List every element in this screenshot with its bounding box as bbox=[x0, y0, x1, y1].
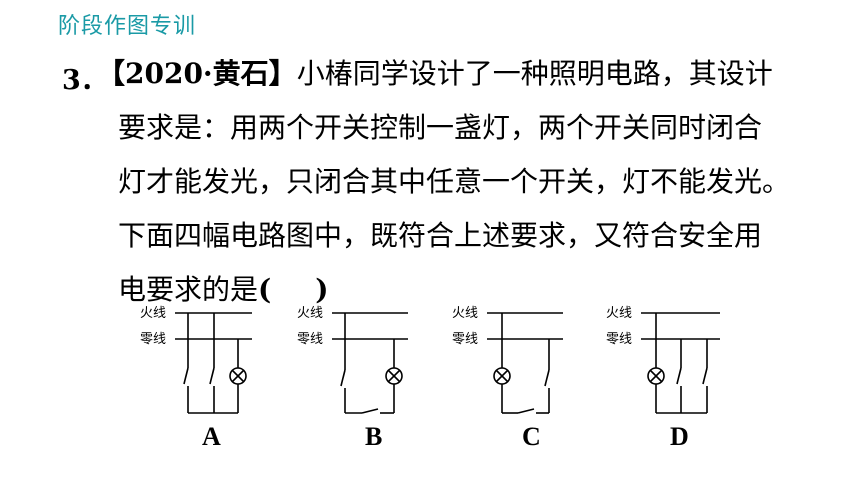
option-a[interactable]: A bbox=[202, 422, 221, 451]
answer-blank-close: ) bbox=[315, 273, 329, 306]
neutral-label-a: 零线 bbox=[140, 332, 166, 347]
question-line-2: 要求是：用两个开关控制一盏灯，两个开关同时闭合 bbox=[118, 111, 763, 144]
question-line-4: 下面四幅电路图中，既符合上述要求，又符合安全用 bbox=[118, 219, 763, 252]
circuit-d bbox=[641, 312, 720, 414]
question-line-3: 灯才能发光，只闭合其中任意一个开关，灯不能发光。 bbox=[118, 165, 791, 198]
live-label-d: 火线 bbox=[606, 306, 632, 321]
circuit-diagrams: 火线 零线 火线 零线 火线 零线 火线 零线 bbox=[140, 306, 720, 414]
neutral-label-d: 零线 bbox=[606, 332, 632, 347]
question-text-5: 电要求的是 bbox=[118, 273, 259, 306]
neutral-label-b: 零线 bbox=[297, 332, 323, 347]
live-label-a: 火线 bbox=[140, 306, 166, 321]
live-label-b: 火线 bbox=[297, 306, 323, 321]
section-header: 阶段作图专训 bbox=[58, 14, 197, 39]
option-d[interactable]: D bbox=[670, 422, 689, 451]
question-text-1: 小椿同学设计了一种照明电路，其设计 bbox=[296, 57, 773, 90]
question-line-1: 【2020·黄石】小椿同学设计了一种照明电路，其设计 bbox=[97, 58, 773, 90]
question-number: 3． bbox=[62, 65, 108, 96]
option-c[interactable]: C bbox=[522, 422, 541, 451]
answer-blank-open: ( bbox=[258, 273, 272, 306]
option-b[interactable]: B bbox=[365, 422, 383, 451]
question-line-5: 电要求的是() bbox=[118, 274, 329, 306]
circuit-a bbox=[175, 312, 252, 414]
circuit-c bbox=[487, 312, 563, 414]
live-label-c: 火线 bbox=[452, 306, 478, 321]
neutral-label-c: 零线 bbox=[452, 332, 478, 347]
question-source: 【2020·黄石】 bbox=[97, 57, 297, 90]
circuit-b bbox=[332, 312, 408, 414]
